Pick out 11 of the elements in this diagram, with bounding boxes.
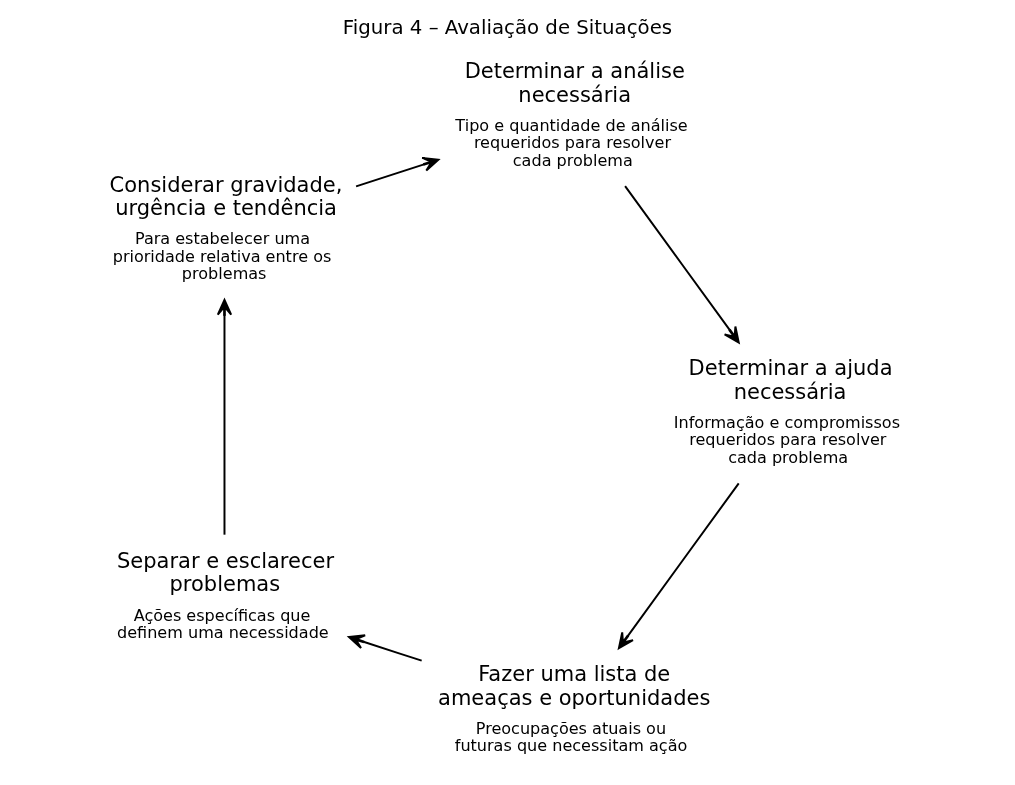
arrow [355, 156, 440, 188]
arrow [617, 482, 740, 650]
node-text: Separar e esclarecer problemas Ações específicas que definem uma necessidade [117, 548, 335, 642]
diagram-title: Figura 4 – Avaliação de Situações [342, 15, 673, 39]
arrow [348, 634, 423, 662]
arrow [216, 298, 233, 536]
node-text: Fazer uma lista de ameaças e oportunidades Preocupações atuais ou futuras que necessitam ação [438, 662, 711, 756]
node-text: Determinar a análise necessária Tipo e quantidade de análise requeridos para resolver cada problema [455, 59, 688, 170]
node-text: Considerar gravidade, urgência e tendência Para estabelecer uma prioridade relativa entre os problemas [109, 172, 343, 284]
arrow [624, 185, 740, 344]
node-text: Determinar a ajuda necessária Informação e compromissos requeridos para resolver cada problema [673, 356, 901, 467]
